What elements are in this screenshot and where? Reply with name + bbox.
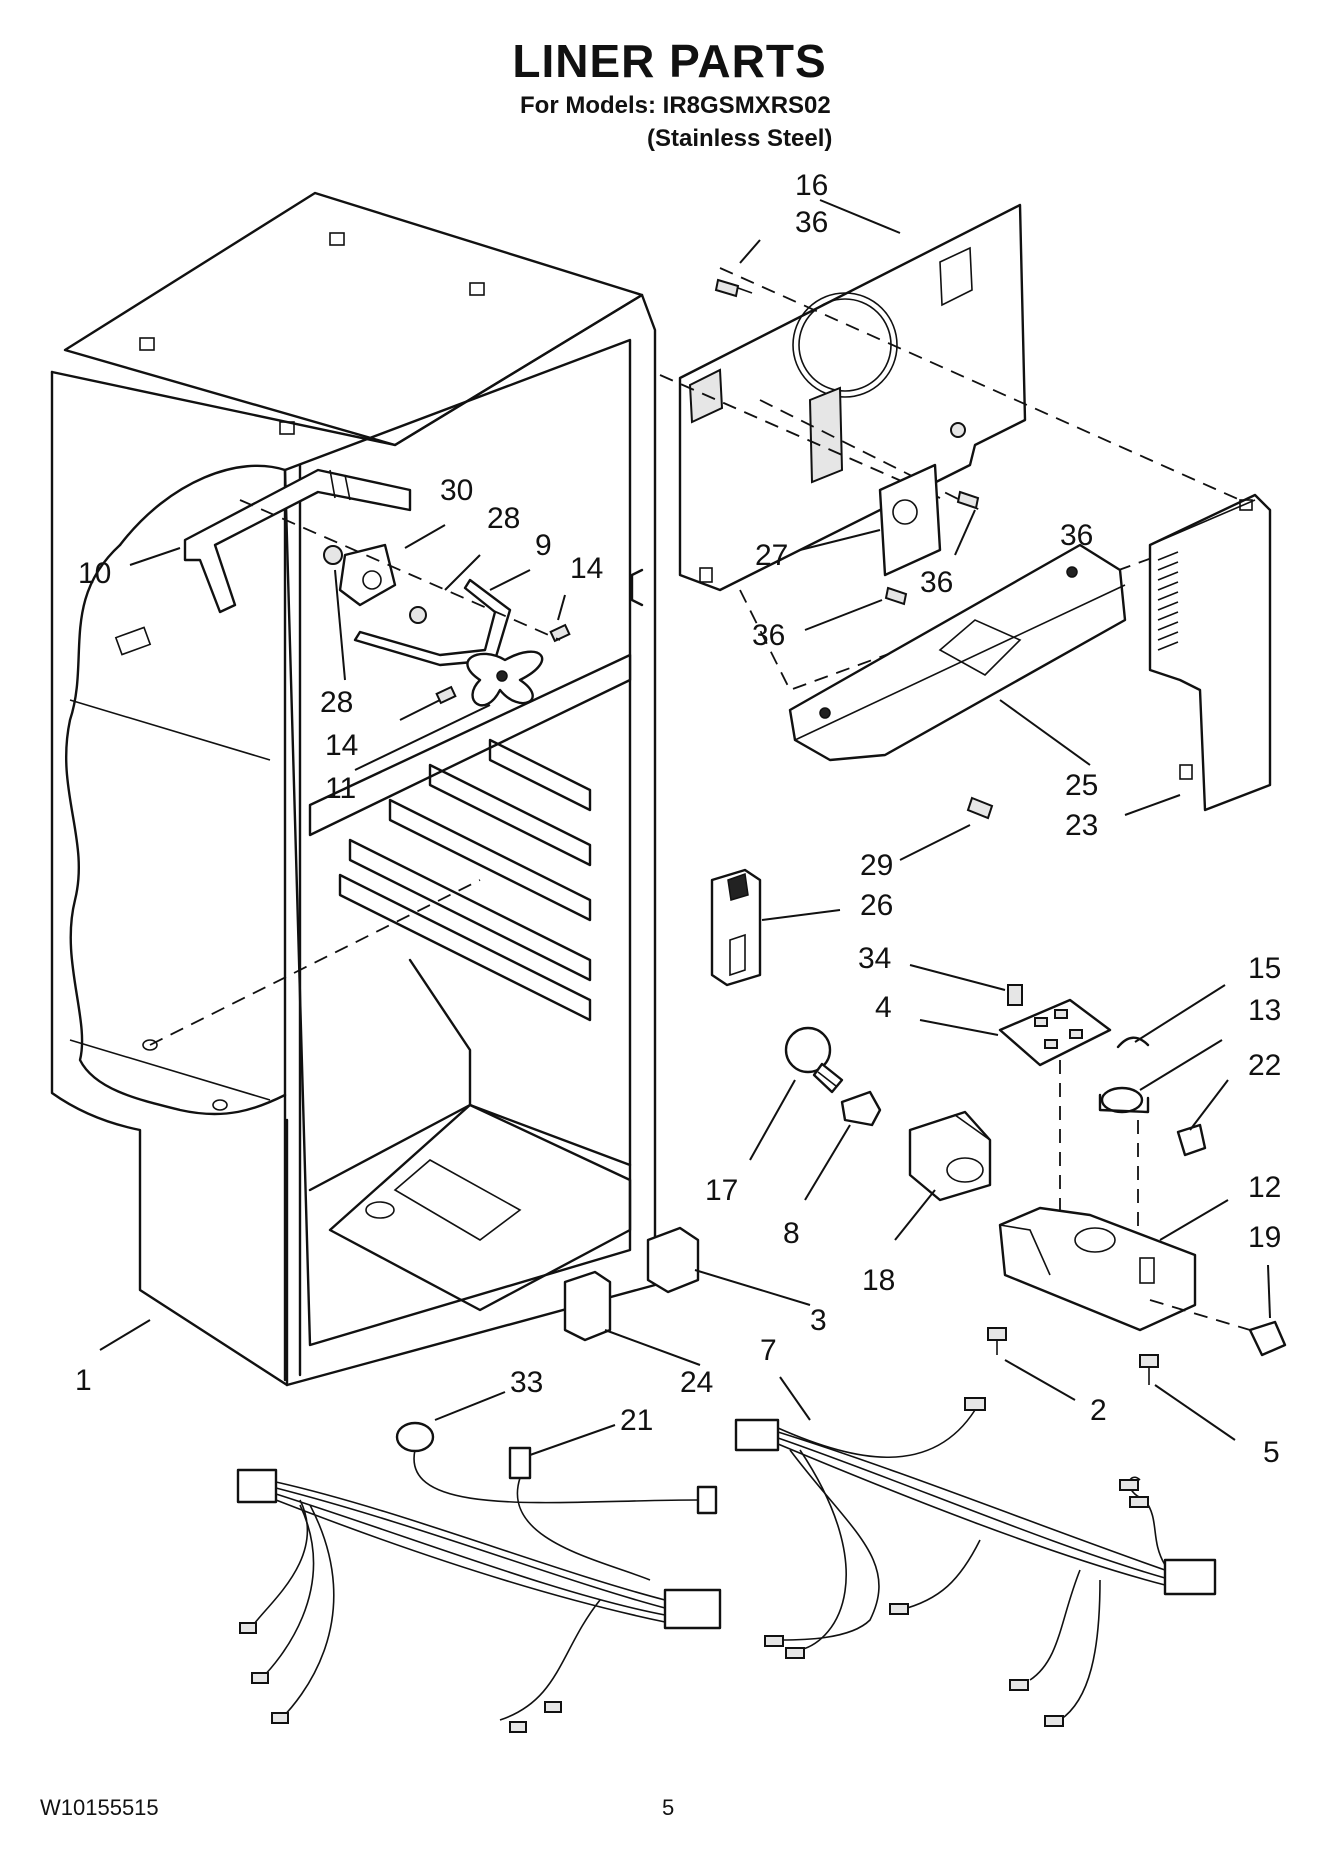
- finish-line: (Stainless Steel): [647, 125, 833, 152]
- callout-29: 29: [860, 849, 893, 882]
- page-title: LINER PARTS: [512, 35, 827, 87]
- screws-2-5-drawing: [987, 1327, 1159, 1385]
- callout-36-right: 36: [920, 566, 953, 599]
- screw-29-drawing: [966, 796, 994, 820]
- thermostat-cover-drawing: [878, 463, 980, 606]
- thermistor-13-drawing: [1098, 1086, 1150, 1230]
- connector-19-drawing: [1248, 1320, 1287, 1357]
- callout-18: 18: [862, 1264, 895, 1297]
- callout-25: 25: [1065, 769, 1098, 802]
- callout-12: 12: [1248, 1171, 1281, 1204]
- callout-36-top: 36: [795, 206, 828, 239]
- callout-15: 15: [1248, 952, 1281, 985]
- tube-15-drawing: [1116, 1036, 1150, 1049]
- callout-36-lower: 36: [752, 619, 785, 652]
- callout-9: 9: [535, 529, 552, 562]
- air-duct-drawing: [788, 543, 1127, 762]
- callout-17: 17: [705, 1174, 738, 1207]
- callout-16: 16: [795, 169, 828, 202]
- socket-8-drawing: [840, 1090, 882, 1127]
- callout-28-lower: 28: [320, 686, 353, 719]
- callout-5: 5: [1263, 1436, 1280, 1469]
- callout-23: 23: [1065, 809, 1098, 842]
- callout-33: 33: [510, 1366, 543, 1399]
- callout-labels: 16 36 36 36 36 30 28 9 14 10 28 14 11 27…: [75, 169, 1281, 1469]
- callout-34: 34: [858, 942, 891, 975]
- control-box-12-drawing: [998, 1206, 1251, 1332]
- connector-3-drawing: [646, 1226, 700, 1294]
- control-board-drawing: [998, 984, 1112, 1260]
- page-number: 5: [662, 1795, 675, 1820]
- wire-harness-21-drawing: [236, 1421, 722, 1733]
- model-line: For Models: IR8GSMXRS02: [520, 92, 831, 119]
- refrigerator-liner-drawing: [50, 191, 657, 1387]
- callout-21: 21: [620, 1404, 653, 1437]
- leader-lines: [99, 199, 1271, 1456]
- callout-4: 4: [875, 991, 892, 1024]
- callout-28-upper: 28: [487, 502, 520, 535]
- callout-3: 3: [810, 1304, 827, 1337]
- wire-harness-7-drawing: [734, 1397, 1217, 1727]
- callout-10: 10: [78, 557, 111, 590]
- callout-8: 8: [783, 1217, 800, 1250]
- light-bulb-17-drawing: [784, 1026, 844, 1094]
- callout-19: 19: [1248, 1221, 1281, 1254]
- callout-1: 1: [75, 1364, 92, 1397]
- callout-26: 26: [860, 889, 893, 922]
- callout-30: 30: [440, 474, 473, 507]
- callout-2: 2: [1090, 1394, 1107, 1427]
- connector-26-drawing: [710, 868, 762, 987]
- callout-7: 7: [760, 1334, 777, 1367]
- callout-14-lower: 14: [325, 729, 358, 762]
- document-number: W10155515: [40, 1795, 159, 1820]
- callout-24: 24: [680, 1366, 713, 1399]
- callout-11: 11: [325, 772, 356, 805]
- light-housing-18-drawing: [908, 1110, 992, 1202]
- control-housing-drawing: [1148, 493, 1272, 812]
- callout-27: 27: [755, 539, 788, 572]
- callout-36-housing: 36: [1060, 519, 1093, 552]
- callout-14-upper: 14: [570, 552, 603, 585]
- connector-24-drawing: [563, 1270, 612, 1342]
- callout-13: 13: [1248, 994, 1281, 1027]
- freezer-hardware-drawing: [183, 468, 571, 707]
- callout-22: 22: [1248, 1049, 1281, 1082]
